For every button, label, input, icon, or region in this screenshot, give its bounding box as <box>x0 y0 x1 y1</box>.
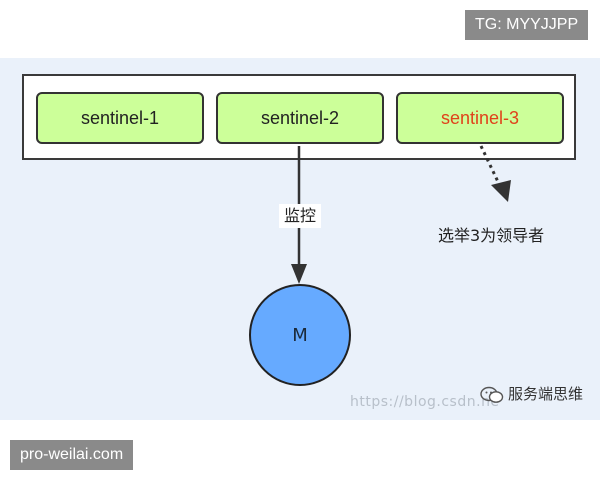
election-arrow <box>479 145 511 202</box>
election-note: 选举3为领导者 <box>438 226 545 245</box>
master-node: M <box>249 284 351 386</box>
watermark-url: https://blog.csdn.ne <box>350 394 500 410</box>
site-tag: pro-weilai.com <box>10 440 134 470</box>
telegram-tag: TG: MYYJJPP <box>465 10 589 40</box>
sentinel-2-node: sentinel-2 <box>216 92 384 144</box>
wechat-icon <box>480 386 504 403</box>
watermark-name: 服务端思维 <box>508 385 584 403</box>
monitor-label: 监控 <box>279 204 321 228</box>
sentinel-3-node: sentinel-3 <box>396 92 564 144</box>
sentinel-1-node: sentinel-1 <box>36 92 204 144</box>
